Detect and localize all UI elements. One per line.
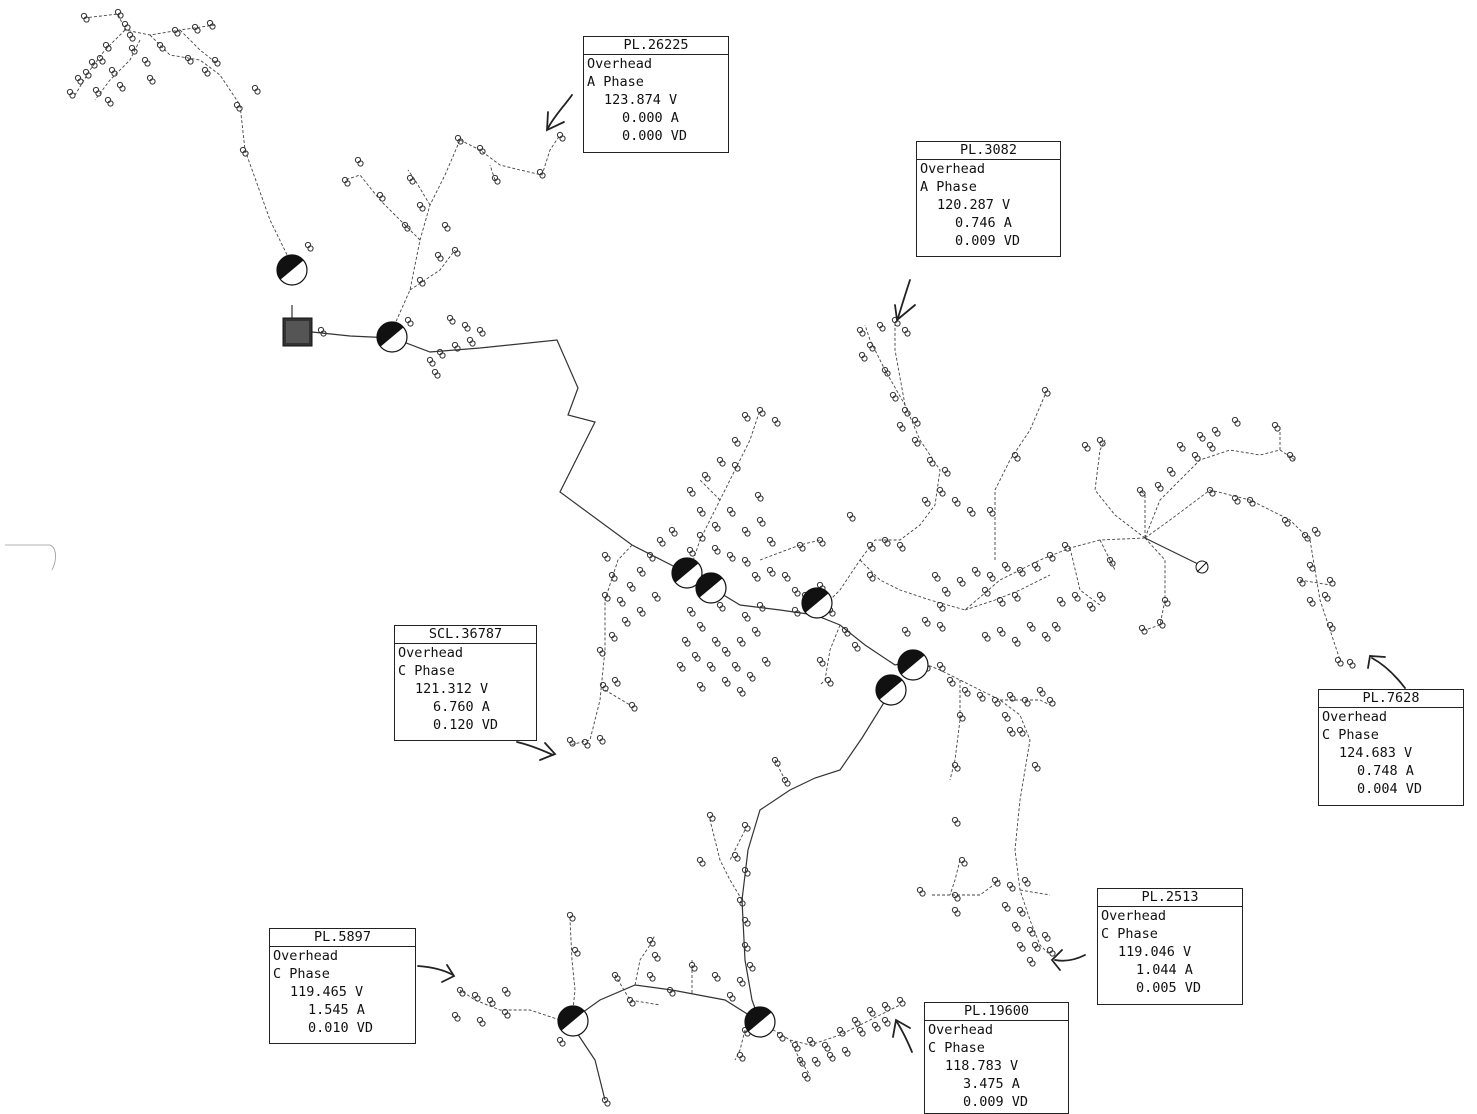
transformer-symbols — [276, 254, 1209, 1038]
label-pl-19600: PL.19600 Overhead C Phase 118.783 V 3.47… — [924, 1002, 1069, 1114]
transformer-icon — [801, 587, 833, 619]
arrow-scl-36787 — [516, 741, 557, 761]
label-type: Overhead — [920, 161, 986, 177]
label-amps: 3.475 A — [963, 1076, 1020, 1092]
label-pl-2513: PL.2513 Overhead C Phase 119.046 V 1.044… — [1097, 888, 1243, 1005]
arrow-pl-2513 — [1050, 949, 1086, 971]
label-amps: 1.044 A — [1136, 962, 1193, 978]
label-vd: 0.120 VD — [433, 717, 499, 733]
label-vd: 0.009 VD — [955, 233, 1021, 249]
label-amps: 1.545 A — [308, 1002, 365, 1018]
label-volts: 121.312 V — [415, 681, 489, 697]
label-phase: A Phase — [587, 74, 644, 90]
label-vd: 0.004 VD — [1357, 781, 1423, 797]
margin-mark — [5, 544, 56, 571]
label-vd: 0.010 VD — [308, 1020, 374, 1036]
label-scl-36787: SCL.36787 Overhead C Phase 121.312 V 6.7… — [394, 625, 537, 741]
transformer-icon — [695, 572, 727, 604]
label-phase: A Phase — [920, 179, 977, 195]
primary-lines — [291, 305, 1201, 1101]
label-pl-26225: PL.26225 Overhead A Phase 123.874 V 0.00… — [583, 36, 729, 153]
label-volts: 120.287 V — [937, 197, 1011, 213]
label-title: PL.19600 — [925, 1003, 1068, 1021]
hand-drawn-arrows — [417, 94, 1406, 1053]
label-vd: 0.005 VD — [1136, 980, 1202, 996]
label-title: PL.7628 — [1319, 690, 1463, 708]
label-pl-5897: PL.5897 Overhead C Phase 119.465 V 1.545… — [269, 928, 416, 1044]
label-phase: C Phase — [1322, 727, 1379, 743]
label-type: Overhead — [928, 1022, 994, 1038]
fuse-icon — [1195, 560, 1209, 574]
transformer-icon — [671, 557, 703, 589]
label-title: PL.3082 — [917, 142, 1060, 160]
label-volts: 119.046 V — [1118, 944, 1192, 960]
label-amps: 0.748 A — [1357, 763, 1414, 779]
arrow-pl-5897 — [417, 964, 456, 983]
label-phase: C Phase — [928, 1040, 985, 1056]
label-phase: C Phase — [1101, 926, 1158, 942]
transformer-icon — [744, 1006, 776, 1038]
arrow-pl-3082 — [894, 279, 916, 322]
label-vd: 0.009 VD — [963, 1094, 1029, 1110]
arrow-pl-19600 — [892, 1018, 913, 1053]
label-pl-7628: PL.7628 Overhead C Phase 124.683 V 0.748… — [1318, 689, 1464, 806]
arrow-pl-26225 — [546, 94, 573, 132]
label-title: PL.2513 — [1098, 889, 1242, 907]
label-type: Overhead — [1322, 709, 1388, 725]
label-amps: 6.760 A — [433, 699, 490, 715]
label-type: Overhead — [1101, 908, 1167, 924]
label-title: PL.26225 — [584, 37, 728, 55]
label-volts: 123.874 V — [604, 92, 678, 108]
label-volts: 118.783 V — [945, 1058, 1019, 1074]
label-pl-3082: PL.3082 Overhead A Phase 120.287 V 0.746… — [916, 141, 1061, 257]
label-type: Overhead — [398, 645, 464, 661]
label-phase: C Phase — [273, 966, 330, 982]
label-amps: 0.746 A — [955, 215, 1012, 231]
transformer-icon — [557, 1005, 589, 1037]
label-amps: 0.000 A — [622, 110, 679, 126]
arrow-pl-7628 — [1367, 655, 1406, 689]
label-phase: C Phase — [398, 663, 455, 679]
label-type: Overhead — [587, 56, 653, 72]
label-type: Overhead — [273, 948, 339, 964]
transformer-icon — [875, 674, 907, 706]
label-title: SCL.36787 — [395, 626, 536, 644]
transformer-icon — [276, 254, 308, 286]
substation-icon — [282, 317, 313, 347]
label-title: PL.5897 — [270, 929, 415, 947]
transformer-icon — [897, 649, 929, 681]
transformer-icon — [376, 321, 408, 353]
label-volts: 124.683 V — [1339, 745, 1413, 761]
label-volts: 119.465 V — [290, 984, 364, 1000]
label-vd: 0.000 VD — [622, 128, 688, 144]
